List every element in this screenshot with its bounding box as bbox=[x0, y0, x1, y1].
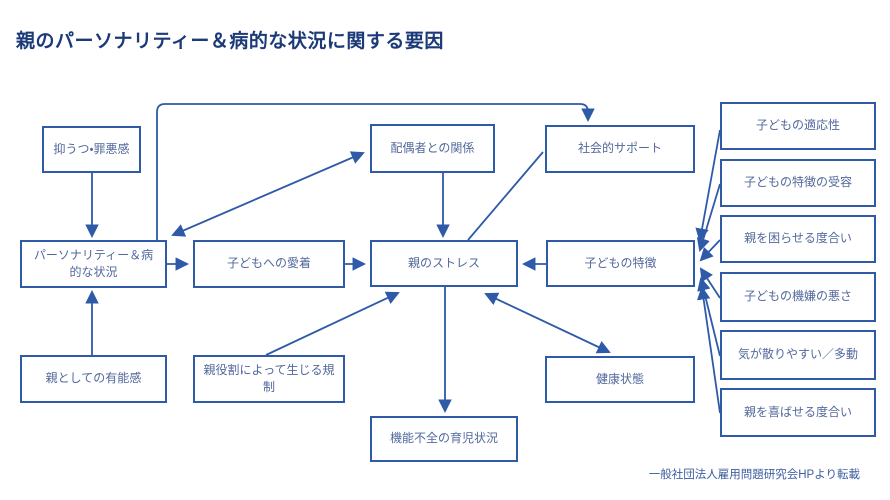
node-health-status: 健康状態 bbox=[545, 356, 695, 403]
node-child-moodiness: 子どもの機嫌の悪さ bbox=[720, 272, 876, 322]
node-child-adaptability: 子どもの適応性 bbox=[720, 102, 876, 150]
node-personality-pathology: パーソナリティー＆病的な状況 bbox=[20, 240, 167, 288]
arrow-moodiness-to-traits bbox=[699, 267, 721, 299]
node-pleasing-degree: 親を喜ばせる度合い bbox=[720, 388, 876, 437]
node-annoyance-degree: 親を困らせる度合い bbox=[720, 215, 876, 263]
node-parent-stress: 親のストレス bbox=[370, 240, 518, 287]
arrow-annoyance-to-traits bbox=[699, 239, 721, 262]
node-trait-acceptance: 子どもの特徴の受容 bbox=[720, 159, 876, 207]
arrow-distractibility-to-traits bbox=[697, 277, 721, 357]
node-child-traits: 子どもの特徴 bbox=[546, 240, 695, 287]
arrow-personality-spouse-bidirectional bbox=[171, 151, 365, 237]
node-attachment-to-child: 子どもへの愛着 bbox=[193, 240, 345, 288]
arrow-acceptance-to-traits bbox=[696, 183, 721, 252]
node-distractibility-hyperactivity: 気が散りやすい／多動 bbox=[720, 330, 876, 380]
arrow-pleasing-to-traits bbox=[696, 285, 721, 414]
page-title: 親のパーソナリティー＆病的な状況に関する要因 bbox=[16, 31, 444, 52]
arrow-role-to-stress bbox=[265, 291, 400, 356]
node-spouse-relation: 配偶者との関係 bbox=[370, 124, 495, 173]
node-dysfunctional-parenting: 機能不全の育児状況 bbox=[370, 416, 518, 462]
node-role-restriction: 親役割によって生じる規制 bbox=[193, 355, 345, 403]
node-parental-competence: 親としての有能感 bbox=[20, 355, 167, 403]
source-caption: 一般社団法人雇用問題研究会HPより転載 bbox=[648, 469, 860, 481]
arrow-adaptability-to-traits bbox=[695, 129, 721, 242]
node-social-support: 社会的サポート bbox=[545, 125, 695, 173]
arrow-stress-health-bidirectional bbox=[484, 292, 611, 354]
node-depression-guilt: 抑うつ・罪悪感 bbox=[42, 126, 141, 173]
